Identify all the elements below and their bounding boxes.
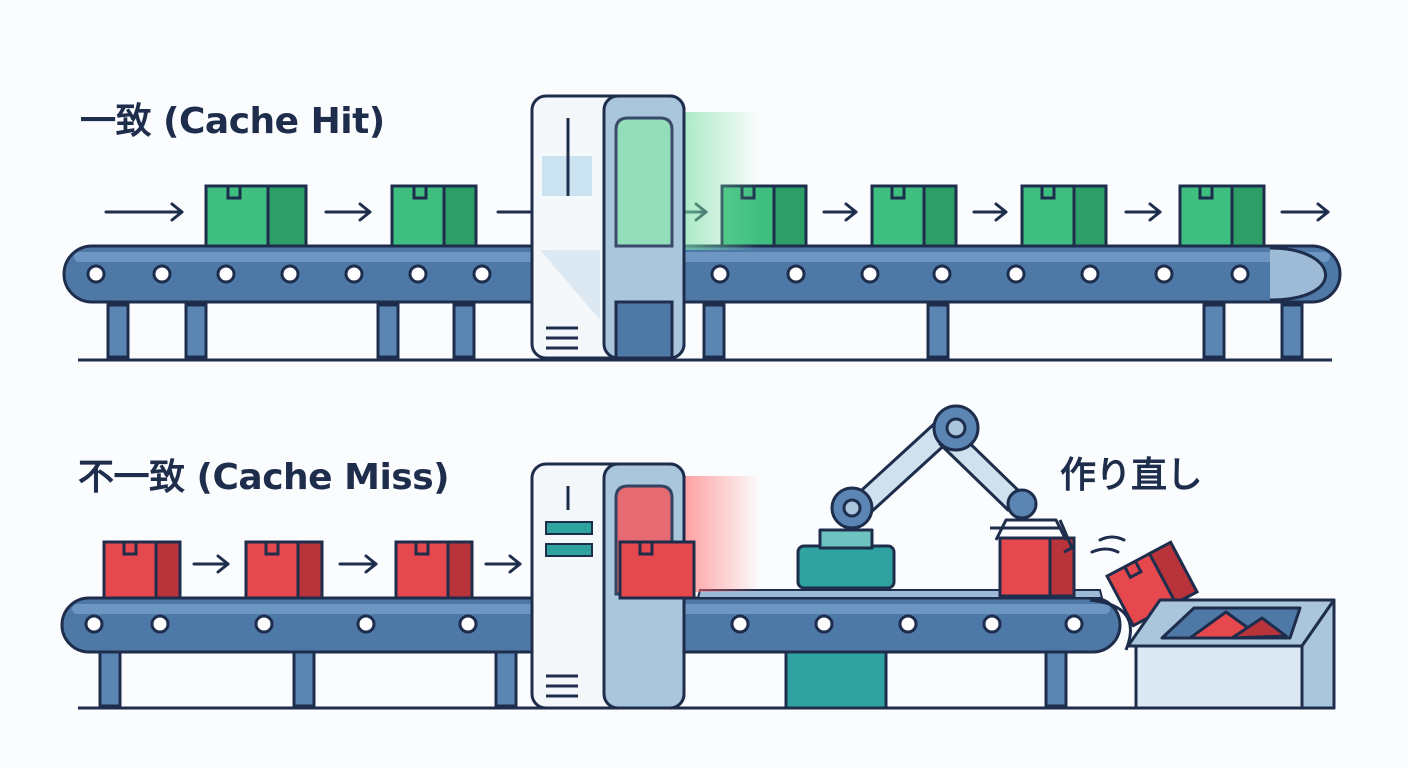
miss-rollers [84,614,1084,634]
miss-box-3 [394,540,474,600]
miss-box-1 [102,540,182,600]
flow-arrow-icon [972,202,1008,222]
miss-flow-arrows [192,554,522,574]
flow-arrow-icon [1124,202,1162,222]
cache-hit-title: 一致 (Cache Hit) [80,101,385,142]
miss-row [60,404,1336,710]
hit-box-5 [1020,184,1108,248]
robot-arm-icon [784,404,1074,710]
hit-box-2 [390,184,478,248]
miss-scanner-machine [530,462,760,710]
motion-lines [1090,535,1126,554]
flow-arrow-icon [324,202,372,222]
rebuild-label: 作り直し [1060,455,1203,496]
flow-arrow-icon [1280,202,1330,222]
miss-boxes [102,536,1199,628]
hit-scanner-machine [530,94,760,360]
flow-arrow-icon [484,554,522,574]
miss-box-4 [998,536,1076,598]
miss-box-2 [244,540,324,600]
hit-flow-arrows [104,202,1330,222]
cache-miss-title: 不一致 (Cache Miss) [78,457,450,498]
flow-arrow-icon [192,554,230,574]
hit-conveyor-legs [106,303,1304,359]
hit-box-6 [1178,184,1266,248]
hit-rollers [86,264,1250,284]
discard-bin-icon [1126,598,1336,710]
flow-arrow-icon [104,202,184,222]
hit-row [62,94,1342,362]
hit-box-4 [870,184,958,248]
flow-arrow-icon [822,202,858,222]
flow-arrow-icon [338,554,378,574]
hit-box-1 [204,184,308,248]
